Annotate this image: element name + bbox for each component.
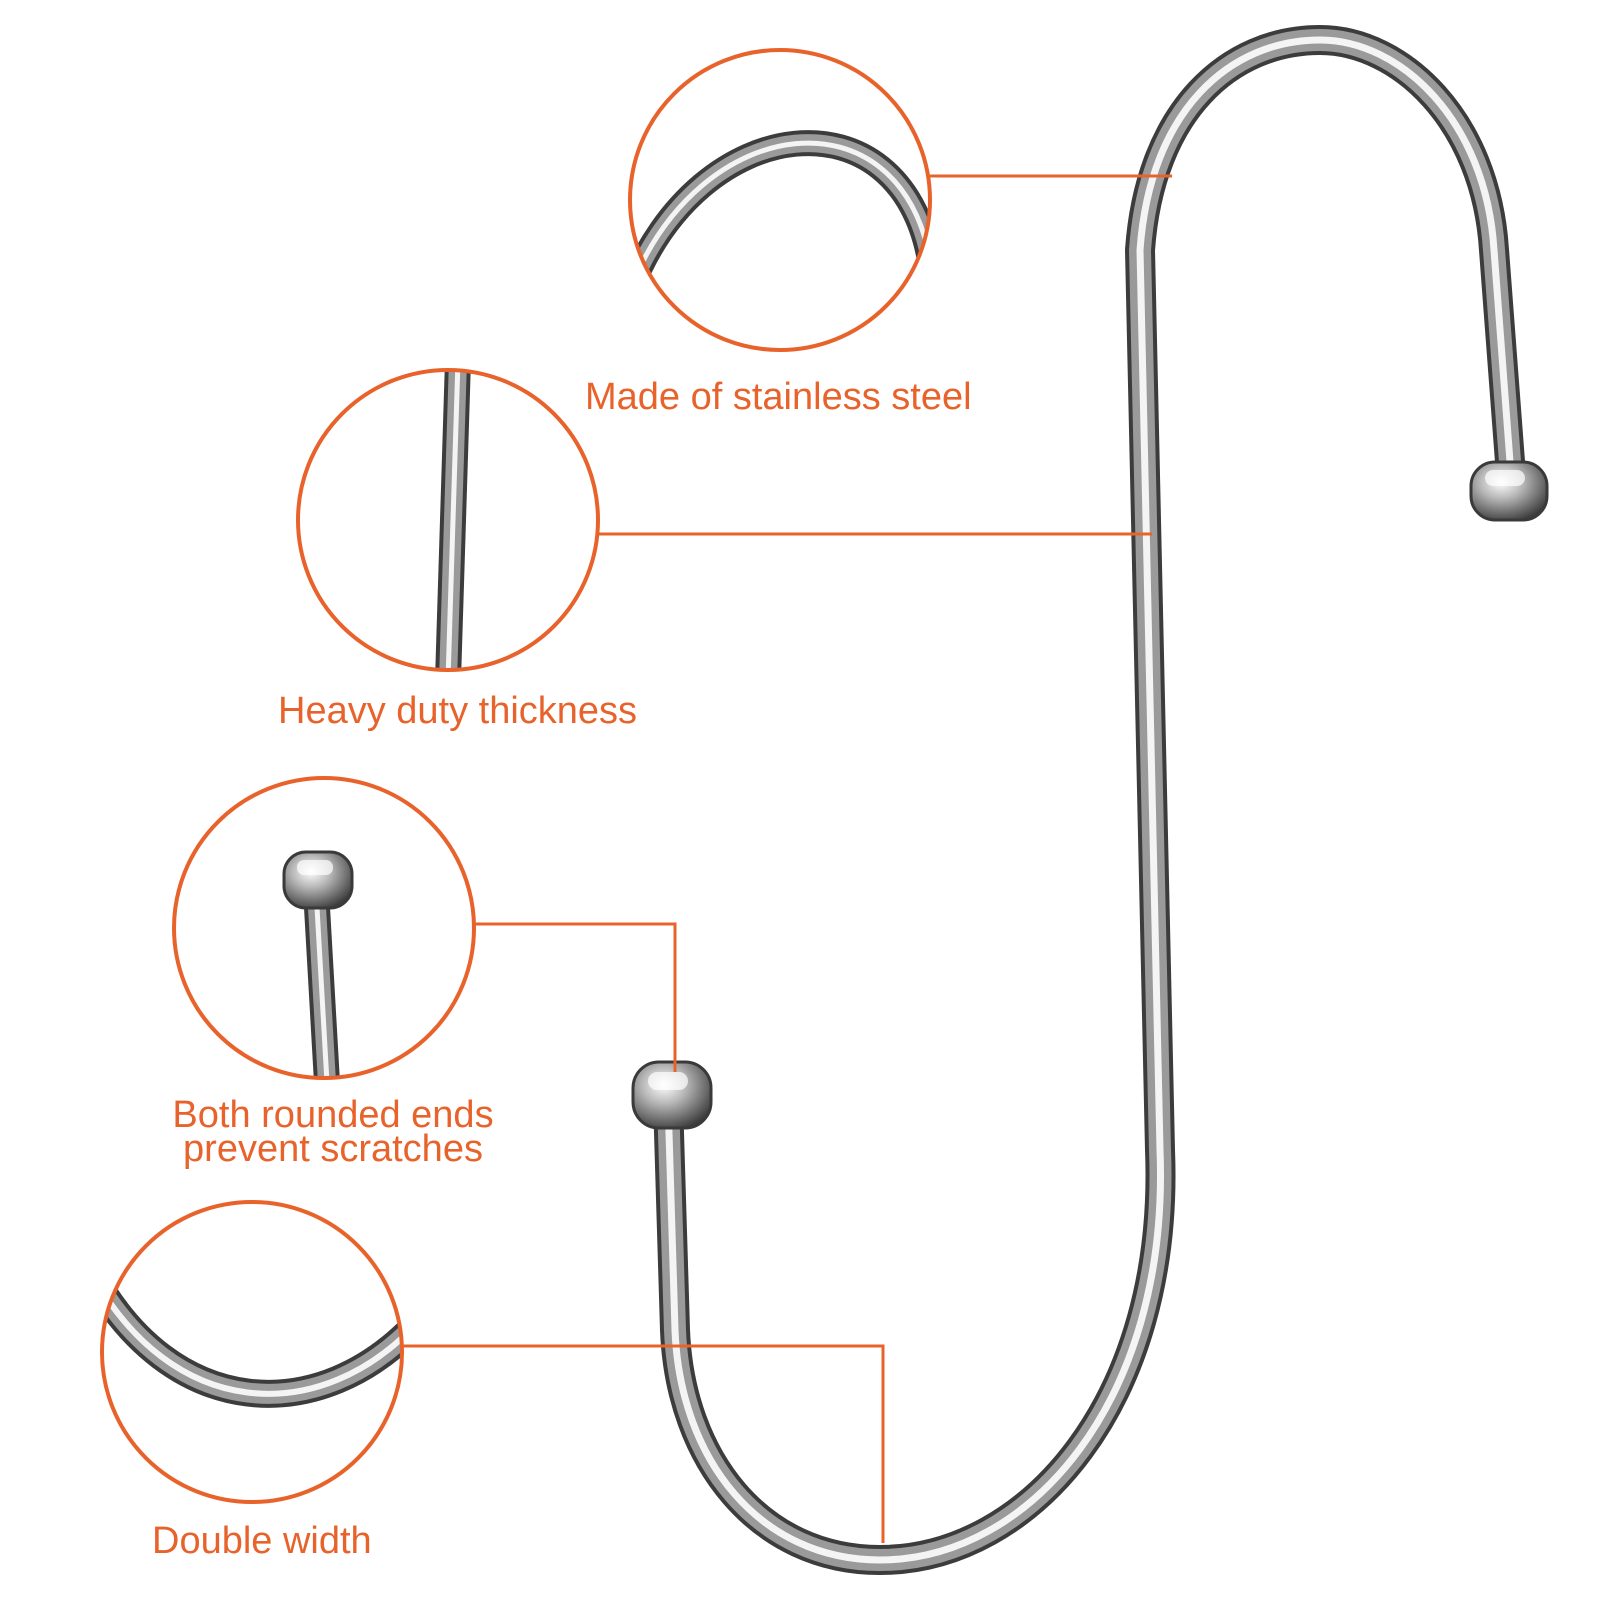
caption-width: Double width	[152, 1522, 372, 1560]
leader-line-width	[402, 1344, 885, 1543]
zoom-circle-material	[628, 48, 932, 352]
zoom-circle-ends	[172, 776, 476, 1080]
caption-thickness: Heavy duty thickness	[278, 692, 637, 730]
caption-width-text: Double width	[152, 1520, 372, 1562]
s-hook	[631, 24, 1549, 1576]
caption-thickness-text: Heavy duty thickness	[278, 690, 638, 732]
hook-wire-body	[657, 28, 1523, 1572]
caption-ends-line-1: Both rounded ends	[172, 1094, 494, 1136]
caption-ends: Both rounded ends prevent scratches	[168, 1094, 498, 1170]
zoom-circle-thickness	[296, 368, 600, 672]
caption-material: Made of stainless steel	[585, 378, 972, 416]
hook-end-cap-left	[631, 1060, 713, 1130]
hook-wire-highlight	[664, 36, 1516, 1564]
leader-line-ends	[474, 922, 677, 1072]
hook-end-cap-right	[1469, 460, 1549, 522]
caption-material-text: Made of stainless steel	[585, 376, 972, 418]
caption-ends-line-2: prevent scratches	[183, 1128, 483, 1170]
leader-lines	[402, 174, 1172, 1543]
hook-wire-shadow	[653, 24, 1527, 1576]
zoom-circle-width	[100, 1200, 404, 1504]
